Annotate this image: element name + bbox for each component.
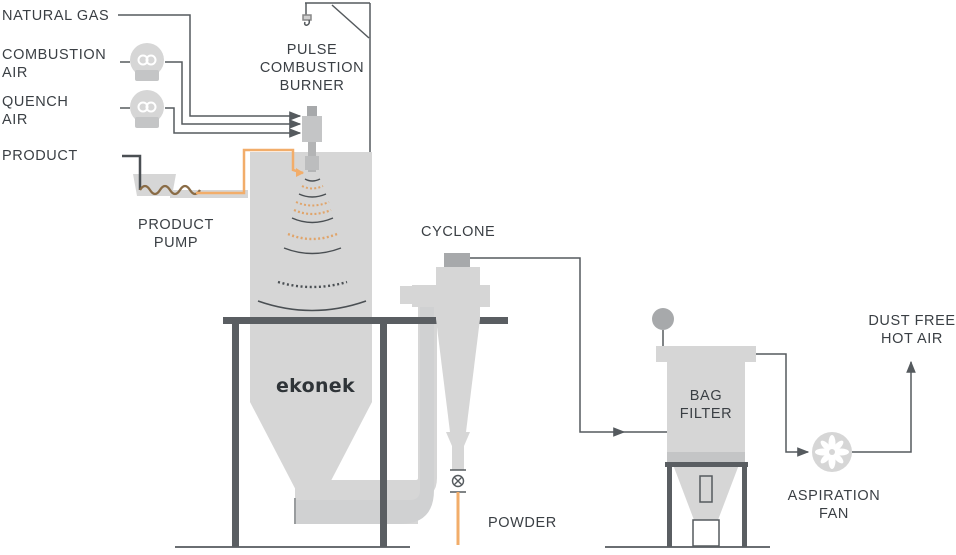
label-cyclone: CYCLONE	[421, 224, 496, 240]
label-quench-air-line2: AIR	[2, 112, 28, 128]
label-powder: POWDER	[488, 515, 557, 531]
quench-air-line	[165, 107, 302, 138]
label-bag-filter-line1: BAG	[689, 388, 723, 404]
spray-pattern	[257, 178, 367, 312]
quench-air-blower-icon	[120, 90, 164, 128]
rotary-valve-icon	[451, 474, 465, 488]
label-product: PRODUCT	[2, 148, 78, 164]
product-pump	[122, 154, 248, 198]
product-feed-line	[196, 148, 304, 195]
product-feed-arrow	[296, 168, 304, 177]
cyclone	[412, 253, 490, 493]
label-dust-free-line2: HOT AIR	[881, 331, 943, 347]
label-natural-gas: NATURAL GAS	[2, 8, 110, 24]
combustion-air-blower-icon	[120, 43, 164, 81]
pulse-burner	[302, 106, 322, 172]
filter-support-frame	[665, 462, 748, 547]
aspiration-fan-icon	[812, 432, 852, 472]
label-dust-free-line1: DUST FREE	[868, 313, 956, 329]
fan-to-exhaust-line	[852, 360, 916, 453]
label-pulse-burner-line1: PULSE	[286, 42, 338, 58]
label-product-pump-line1: PRODUCT	[138, 217, 214, 233]
natural-gas-line	[118, 14, 302, 121]
burner-hanger	[302, 2, 371, 152]
label-combustion-air-line2: AIR	[2, 65, 28, 81]
label-quench-air-line1: QUENCH	[2, 94, 69, 110]
label-bag-filter-line2: FILTER	[679, 406, 733, 422]
label-combustion-air-line1: COMBUSTION	[2, 47, 107, 63]
bag-filter	[652, 308, 756, 547]
label-pulse-burner-line3: BURNER	[279, 78, 345, 94]
duct-pipe	[296, 290, 440, 524]
dryer-support-frame	[223, 317, 508, 547]
label-pulse-burner-line2: COMBUSTION	[259, 60, 365, 76]
label-product-pump-line2: PUMP	[153, 235, 199, 251]
cyclone-to-filter-line	[470, 257, 626, 437]
label-aspiration-fan-line1: ASPIRATION	[787, 488, 881, 504]
label-aspiration-fan-line2: FAN	[819, 506, 849, 522]
filter-to-fan-line	[756, 353, 810, 457]
brand-logo: ekonek	[276, 375, 355, 397]
combustion-air-line	[165, 61, 302, 129]
